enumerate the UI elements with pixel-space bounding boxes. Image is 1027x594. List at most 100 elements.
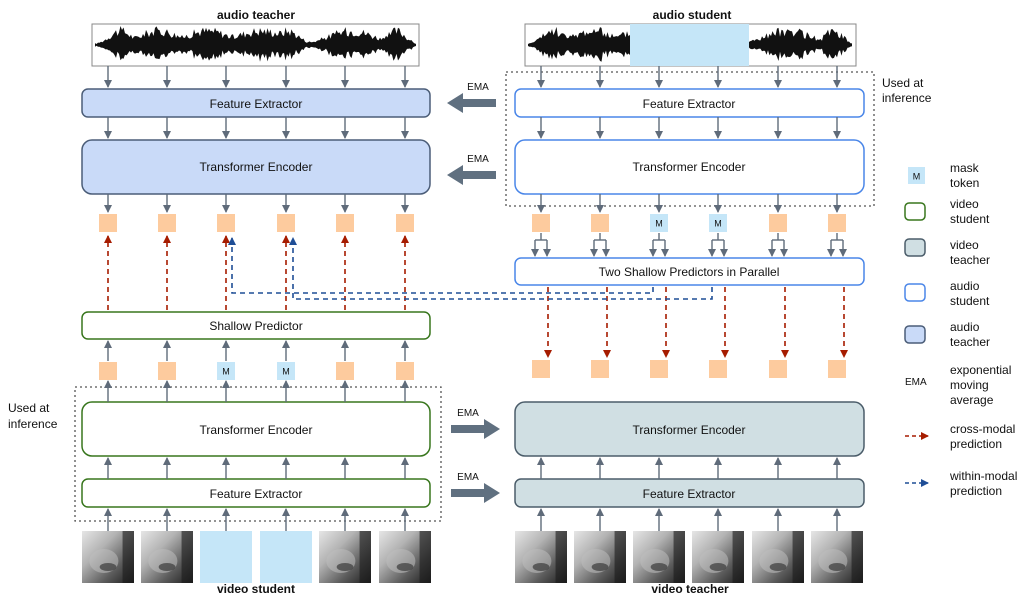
video-student-token [336, 362, 354, 380]
within-modal-prediction-arrow [228, 237, 654, 294]
svg-text:M: M [913, 172, 921, 182]
audio-student-transformer-encoder [514, 139, 865, 195]
svg-text:video: video [950, 197, 979, 211]
audio-teacher-title: audio teacher [217, 8, 295, 22]
legend: M mask token video student video teacher… [904, 161, 1017, 498]
audio-teacher-transformer-encoder [81, 139, 431, 195]
svg-text:EMA: EMA [467, 154, 489, 165]
token-rows: M M M M [99, 214, 846, 380]
legend-within-modal: within-modal prediction [905, 469, 1017, 498]
audio-student-token [828, 214, 846, 232]
shallow-predictor [81, 311, 431, 340]
ema-arrow-video-encoder: EMA [451, 408, 500, 439]
connector-arrows [104, 66, 847, 531]
masked-video-frame [260, 531, 312, 583]
svg-text:token: token [950, 176, 979, 190]
audio-teacher-token [336, 214, 354, 232]
video-frames [82, 531, 863, 583]
video-teacher-title: video teacher [651, 582, 729, 594]
audio-student-mask-token [709, 214, 727, 232]
audio-student-title: audio student [653, 8, 732, 22]
audio-student-feature-extractor [514, 88, 865, 118]
svg-text:teacher: teacher [950, 253, 990, 267]
video-teacher-target-token [709, 360, 727, 378]
mask-token-label: M [714, 219, 722, 229]
svg-text:teacher: teacher [950, 335, 990, 349]
audio-inference-label: inference [882, 91, 932, 105]
masked-video-frame [200, 531, 252, 583]
svg-text:video: video [950, 238, 979, 252]
video-student-token [396, 362, 414, 380]
svg-text:within-modal: within-modal [949, 469, 1017, 483]
two-shallow-predictors [514, 257, 865, 286]
ema-arrow-video-feature: EMA [451, 472, 500, 503]
legend-mask-token: M mask token [908, 161, 980, 190]
audio-student-waveform [524, 23, 857, 67]
video-student-title: video student [217, 582, 295, 594]
svg-text:moving: moving [950, 378, 989, 392]
video-teacher-target-token [591, 360, 609, 378]
audio-teacher-token [99, 214, 117, 232]
video-teacher-feature-extractor-label: Feature Extractor [643, 487, 736, 501]
within-modal-prediction-arrow [289, 237, 713, 300]
legend-video-student: video student [904, 197, 990, 226]
audio-student-transformer-encoder-label: Transformer Encoder [633, 160, 746, 174]
video-student-frame [141, 531, 193, 583]
audio-teacher-token [217, 214, 235, 232]
svg-text:student: student [950, 294, 990, 308]
mask-token-label: M [282, 367, 290, 377]
audio-student-mask-token [650, 214, 668, 232]
audio-teacher-token [277, 214, 295, 232]
video-student-mask-token [217, 362, 235, 380]
video-student-mask-token [277, 362, 295, 380]
svg-text:EMA: EMA [905, 377, 927, 388]
video-student-transformer-encoder-label: Transformer Encoder [200, 423, 313, 437]
video-teacher-target-token [769, 360, 787, 378]
video-student-feature-extractor-label: Feature Extractor [210, 487, 303, 501]
ema-arrow-audio-encoder: EMA [447, 154, 496, 185]
video-student-feature-extractor [81, 478, 431, 508]
video-student-frame [379, 531, 431, 583]
video-student-frame [319, 531, 371, 583]
mask-token-label: M [222, 367, 230, 377]
video-student-transformer-encoder [81, 401, 431, 457]
svg-text:prediction: prediction [950, 437, 1002, 451]
svg-text:audio: audio [950, 320, 980, 334]
audio-student-feature-extractor-label: Feature Extractor [643, 97, 736, 111]
audio-teacher-feature-extractor-label: Feature Extractor [210, 97, 303, 111]
video-teacher-feature-extractor [514, 478, 865, 508]
video-teacher-transformer-encoder [514, 401, 865, 457]
audio-student-token [591, 214, 609, 232]
video-student-token [158, 362, 176, 380]
svg-text:EMA: EMA [457, 408, 479, 419]
legend-audio-teacher: audio teacher [904, 320, 990, 349]
video-inference-label: inference [8, 417, 58, 431]
two-shallow-predictors-label: Two Shallow Predictors in Parallel [599, 265, 780, 279]
video-student-frame [82, 531, 134, 583]
video-teacher-target-token [828, 360, 846, 378]
legend-video-teacher: video teacher [904, 238, 990, 267]
video-teacher-frame [811, 531, 863, 583]
video-teacher-frame [515, 531, 567, 583]
svg-text:average: average [950, 393, 994, 407]
audio-student-token [532, 214, 550, 232]
svg-text:prediction: prediction [950, 484, 1002, 498]
video-teacher-frame [692, 531, 744, 583]
legend-cross-modal: cross-modal prediction [905, 422, 1015, 451]
video-teacher-frame [633, 531, 685, 583]
audio-mask-region [630, 24, 749, 66]
audio-teacher-waveform [91, 23, 420, 67]
mask-token-label: M [655, 219, 663, 229]
svg-text:mask: mask [950, 161, 980, 175]
audio-used-at-label: Used at [882, 76, 924, 90]
video-student-token [99, 362, 117, 380]
video-teacher-target-token [532, 360, 550, 378]
audio-inference-region [505, 71, 875, 207]
audio-teacher-token [158, 214, 176, 232]
shallow-predictor-label: Shallow Predictor [209, 319, 302, 333]
prediction-arrows [104, 235, 848, 358]
audio-teacher-feature-extractor [81, 88, 431, 118]
video-teacher-frame [574, 531, 626, 583]
legend-audio-student: audio student [904, 279, 990, 308]
